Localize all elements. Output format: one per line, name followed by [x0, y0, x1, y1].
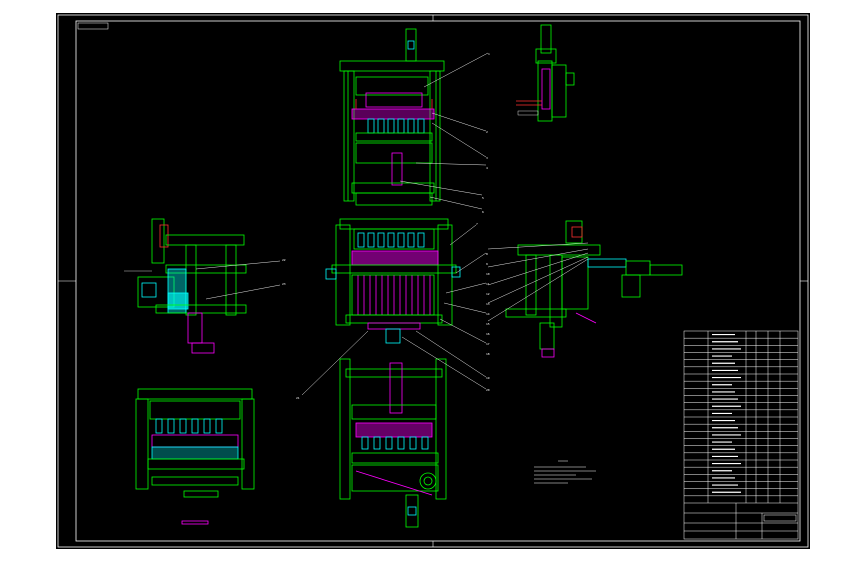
leader-label: 13 — [486, 302, 490, 306]
drawing-title-box — [763, 514, 797, 522]
leader-label: 18 — [486, 352, 490, 356]
leader-label: 8 — [486, 252, 488, 256]
title-block — [683, 330, 799, 540]
leader-label: 7 — [476, 222, 478, 226]
leader-label: 5 — [482, 196, 484, 200]
leader-label: 4 — [486, 166, 488, 170]
leader-label: 1 — [488, 52, 490, 56]
view-top-center — [339, 28, 445, 206]
leader-label: 17 — [486, 342, 490, 346]
cad-drawing: 1 2 3 4 5 6 7 8 9 10 11 12 13 14 15 16 1… — [57, 14, 809, 548]
leader-label: 2 — [486, 130, 488, 134]
leader-label: 22 — [282, 258, 286, 262]
view-bottom-left — [135, 388, 255, 525]
leader-label: 21 — [296, 396, 300, 400]
leader-label: 19 — [486, 376, 490, 380]
view-center-middle — [325, 218, 461, 344]
drawing-sheet: 1 2 3 4 5 6 7 8 9 10 11 12 13 14 15 16 1… — [56, 13, 810, 549]
leader-label: 11 — [486, 282, 490, 286]
leader-label: 15 — [486, 322, 490, 326]
view-left-middle — [124, 218, 247, 354]
leader-label: 9 — [486, 262, 488, 266]
view-right-middle — [505, 220, 683, 358]
leader-label: 10 — [486, 272, 490, 276]
leader-label: 3 — [486, 156, 488, 160]
view-top-right — [516, 24, 575, 122]
leader-label: 6 — [482, 210, 484, 214]
view-bottom-center — [339, 358, 447, 528]
leader-label: 16 — [486, 332, 490, 336]
leader-label: 20 — [486, 388, 490, 392]
leader-label: 12 — [486, 292, 490, 296]
leader-lines — [195, 52, 589, 396]
corner-label-box — [77, 22, 109, 30]
technical-notes — [534, 460, 596, 484]
leader-labels: 1 2 3 4 5 6 7 8 9 10 11 12 13 14 15 16 1… — [282, 52, 490, 400]
leader-label: 14 — [486, 312, 490, 316]
leader-label: 23 — [282, 282, 286, 286]
